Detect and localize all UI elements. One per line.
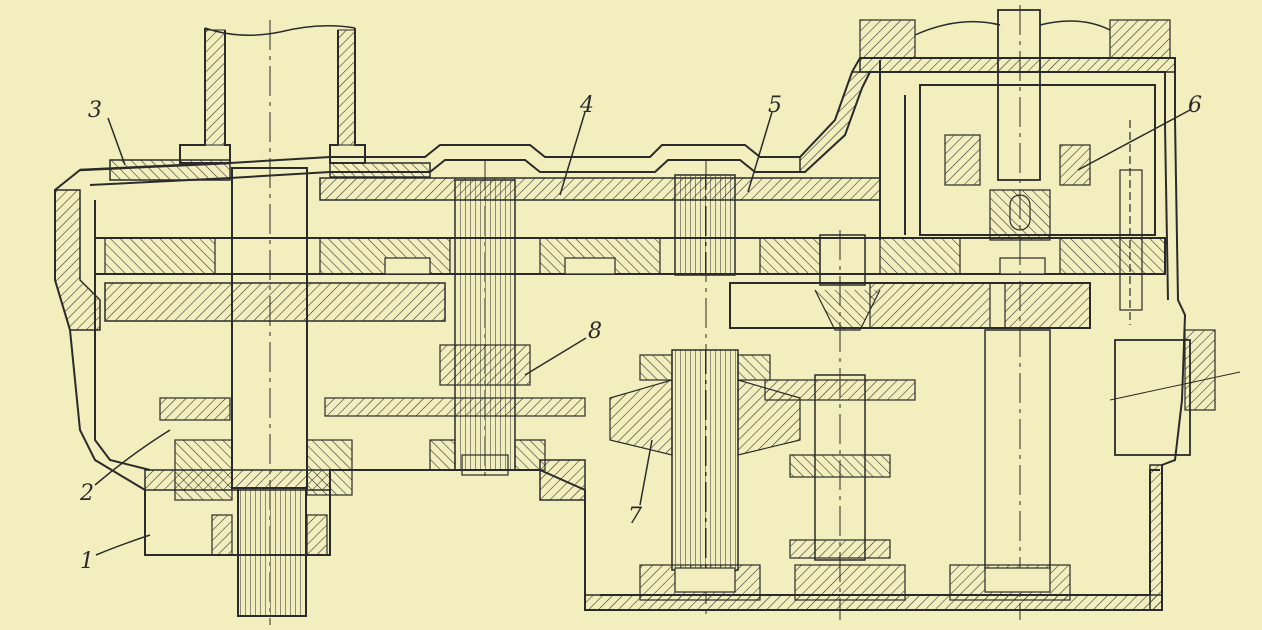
countershaft <box>764 230 916 620</box>
top-cover <box>79 159 431 181</box>
intermediate-shaft-8 <box>324 160 586 480</box>
lower-left-bearing <box>159 397 353 501</box>
leader-7 <box>639 439 653 506</box>
callout-labels: 1 2 3 4 5 6 7 8 <box>79 93 1202 574</box>
leader-1 <box>95 534 151 556</box>
callout-4: 4 <box>579 93 594 118</box>
large-spur-gear <box>104 282 1091 331</box>
leader-8 <box>524 337 587 376</box>
output-shaft <box>944 5 1091 620</box>
callout-6: 6 <box>1188 93 1202 118</box>
callout-2: 2 <box>79 481 94 506</box>
side-cover <box>1109 329 1241 456</box>
main-vertical-shaft <box>211 20 328 625</box>
leader-lines <box>94 109 1191 556</box>
leader-6 <box>1077 109 1191 171</box>
leader-4 <box>559 111 586 196</box>
leader-3 <box>107 117 126 166</box>
input-shaft-tube <box>179 25 366 164</box>
callout-8: 8 <box>588 319 602 344</box>
callout-7: 7 <box>628 504 642 529</box>
callout-3: 3 <box>88 98 102 123</box>
leader-5 <box>747 111 773 193</box>
callout-5: 5 <box>768 93 782 118</box>
callout-1: 1 <box>80 549 94 574</box>
upper-right-frame <box>859 19 1171 325</box>
bottom-bearings <box>639 564 1071 601</box>
leader-2 <box>94 429 171 486</box>
